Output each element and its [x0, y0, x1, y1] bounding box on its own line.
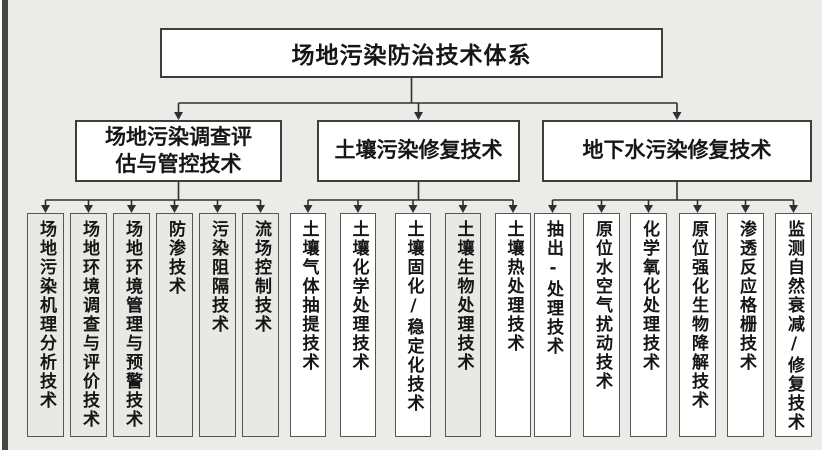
leaf-node: 监测自然衰减/修复技术	[775, 213, 812, 437]
leaf-node-label: 土壤固化/稳定化技术	[403, 220, 424, 413]
leaf-node: 土壤化学处理技术	[340, 213, 376, 437]
leaf-node: 渗透反应格栅技术	[727, 213, 764, 437]
page-edge-strip	[2, 0, 8, 450]
leaf-node: 土壤生物处理技术	[445, 213, 481, 437]
leaf-node: 场地环境管理与预警技术	[113, 213, 150, 437]
branch-node-groundwater-remediation: 地下水污染修复技术	[542, 120, 812, 182]
leaf-node: 原位水空气扰动技术	[583, 213, 620, 437]
root-node-label: 场地污染防治技术体系	[291, 43, 532, 69]
leaf-node-label: 原位强化生物降解技术	[688, 220, 708, 410]
leaf-node: 场地环境调查与评价技术	[70, 213, 107, 437]
leaf-node-label: 监测自然衰减/修复技术	[784, 220, 804, 432]
leaf-node-label: 防渗技术	[165, 220, 185, 296]
leaf-node-label: 土壤热处理技术	[503, 220, 524, 353]
leaf-node: 原位强化生物降解技术	[679, 213, 716, 437]
leaf-node-label: 化学氧化处理技术	[639, 220, 659, 372]
leaf-node: 土壤热处理技术	[495, 213, 531, 437]
leaf-node: 土壤固化/稳定化技术	[395, 213, 431, 437]
leaf-node: 场地污染机理分析技术	[27, 213, 64, 437]
leaf-node-label: 土壤气体抽提技术	[298, 220, 319, 372]
leaf-node: 流场控制技术	[242, 213, 279, 437]
leaf-node-label: 抽出-处理技术	[543, 220, 563, 356]
leaf-node-label: 土壤化学处理技术	[348, 220, 369, 372]
leaf-node-label: 渗透反应格栅技术	[736, 220, 756, 372]
branch-node-label: 场地污染调查评估与管控技术	[105, 124, 252, 176]
branch-node-label: 土壤污染修复技术	[334, 138, 503, 163]
leaf-node-label: 场地环境调查与评价技术	[79, 220, 99, 429]
leaf-node: 防渗技术	[156, 213, 193, 437]
leaf-node: 化学氧化处理技术	[630, 213, 667, 437]
branch-node-soil-remediation: 土壤污染修复技术	[317, 120, 520, 182]
branch-node-investigation-control: 场地污染调查评估与管控技术	[75, 120, 282, 182]
root-node: 场地污染防治技术体系	[160, 28, 663, 78]
leaf-node-label: 场地污染机理分析技术	[36, 220, 56, 410]
branch-node-label: 地下水污染修复技术	[582, 138, 772, 163]
leaf-node-label: 土壤生物处理技术	[453, 220, 474, 372]
leaf-node-label: 污染阻隔技术	[208, 220, 228, 334]
leaf-node-label: 原位水空气扰动技术	[592, 220, 612, 391]
leaf-node: 污染阻隔技术	[199, 213, 236, 437]
leaf-node-label: 流场控制技术	[251, 220, 271, 334]
leaf-node: 土壤气体抽提技术	[290, 213, 326, 437]
leaf-node: 抽出-处理技术	[534, 213, 571, 437]
leaf-node-label: 场地环境管理与预警技术	[122, 220, 142, 429]
